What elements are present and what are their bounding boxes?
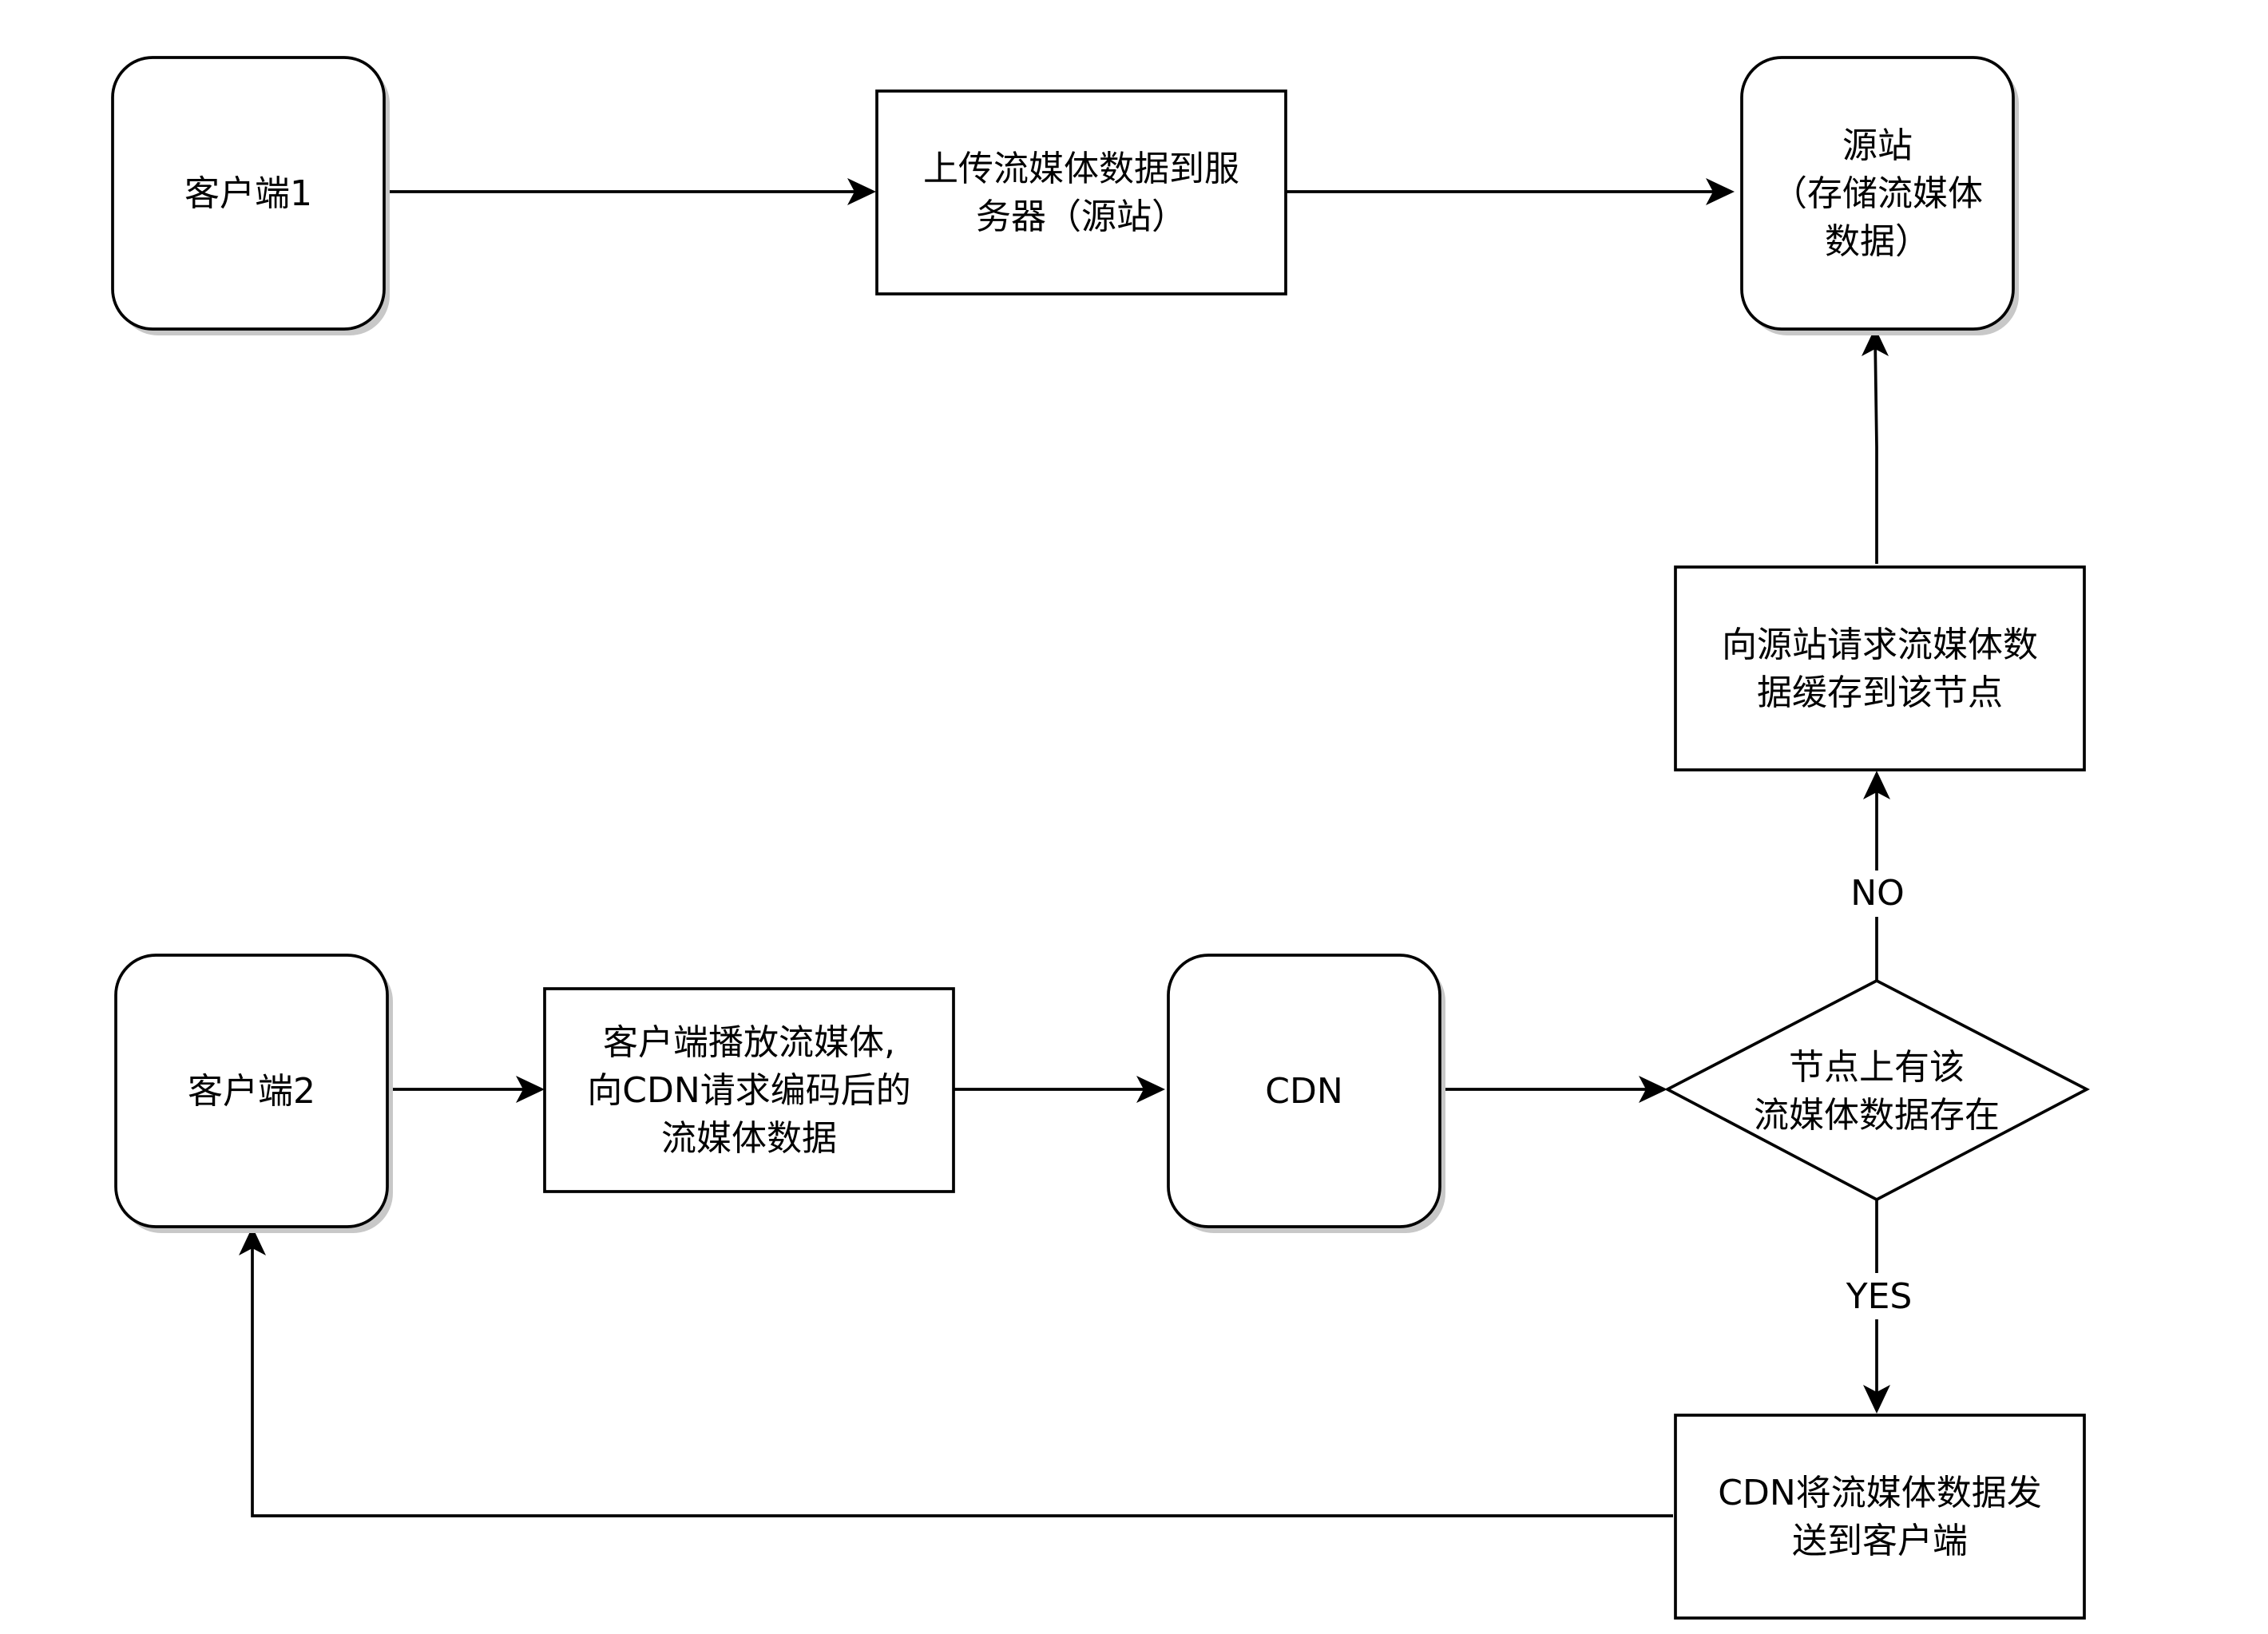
arrowhead-request [1863, 771, 1890, 799]
arrowhead-decision [1639, 1076, 1667, 1103]
arrowhead-client2 [239, 1227, 266, 1255]
node-cdn-label: CDN [1265, 1071, 1343, 1112]
node-play-label-line: 客户端播放流媒体, [603, 1022, 895, 1063]
node-origin-label: 源站 （存储流媒体数据） [1772, 125, 1983, 262]
node-cdn-label-line: CDN [1265, 1071, 1343, 1112]
node-origin: 源站 （存储流媒体数据） [1740, 56, 2019, 335]
node-origin-label-line: （存储流媒体 [1772, 173, 1983, 214]
node-request-origin-label-line: 向源站请求流媒体数 [1722, 625, 2038, 665]
node-upload-label-line: 务器（源站） [976, 196, 1187, 237]
node-decision-label: 节点上有该流媒体数据存在 [1754, 1047, 2000, 1136]
node-send-label: CDN将流媒体数据发送到客户端 [1718, 1473, 2042, 1561]
node-decision-label-line: 流媒体数据存在 [1754, 1095, 2000, 1136]
node-decision: 节点上有该流媒体数据存在 [1664, 978, 2091, 1202]
node-send-label-line: 送到客户端 [1792, 1521, 1968, 1561]
node-upload-label-line: 上传流媒体数据到服 [923, 149, 1239, 189]
yes-label-bg [1829, 1273, 1928, 1319]
node-origin-label-line: 数据） [1825, 221, 1930, 262]
node-client1: 客户端1 [111, 56, 390, 335]
node-play-label: 客户端播放流媒体, 向CDN请求编码后的流媒体数据 [587, 1022, 911, 1159]
arrowhead-send [1863, 1385, 1890, 1414]
no-label-bg [1837, 871, 1917, 917]
edges [239, 178, 1890, 1517]
arrowhead-cdn [1136, 1076, 1165, 1103]
node-client1-label: 客户端1 [184, 173, 312, 214]
node-request-origin-label-line: 据缓存到该节点 [1757, 672, 2003, 713]
node-request-origin-label: 向源站请求流媒体数据缓存到该节点 [1722, 625, 2038, 713]
node-client2-label: 客户端2 [188, 1071, 315, 1112]
node-send-label-line: CDN将流媒体数据发 [1718, 1473, 2042, 1513]
edge-request-to-origin [1873, 335, 1878, 564]
node-upload-label: 上传流媒体数据到服务器（源站） [923, 149, 1239, 237]
node-upload: 上传流媒体数据到服务器（源站） [875, 89, 1287, 295]
node-origin-label-line: 源站 [1842, 125, 1913, 166]
arrowhead-upload [847, 178, 876, 205]
node-send: CDN将流媒体数据发送到客户端 [1674, 1414, 2086, 1620]
edge-send-to-client2 [251, 1236, 1673, 1517]
arrowhead-origin-left [1706, 178, 1735, 205]
edge-label-yes: YES [1846, 1276, 1913, 1317]
edge-label-no: NO [1850, 873, 1905, 914]
node-play: 客户端播放流媒体, 向CDN请求编码后的流媒体数据 [543, 987, 955, 1193]
node-cdn: CDN [1167, 954, 1445, 1233]
node-play-label-line: 向CDN请求编码后的 [587, 1070, 911, 1111]
node-client2: 客户端2 [114, 954, 393, 1233]
arrowhead-origin-bottom [1862, 327, 1889, 356]
node-client2-label-line: 客户端2 [188, 1071, 315, 1112]
node-play-label-line: 流媒体数据 [661, 1118, 837, 1159]
arrowhead-play [516, 1076, 545, 1103]
node-client1-label-line: 客户端1 [184, 173, 312, 214]
node-request-origin: 向源站请求流媒体数据缓存到该节点 [1674, 565, 2086, 771]
node-decision-label-line: 节点上有该 [1789, 1047, 1965, 1088]
